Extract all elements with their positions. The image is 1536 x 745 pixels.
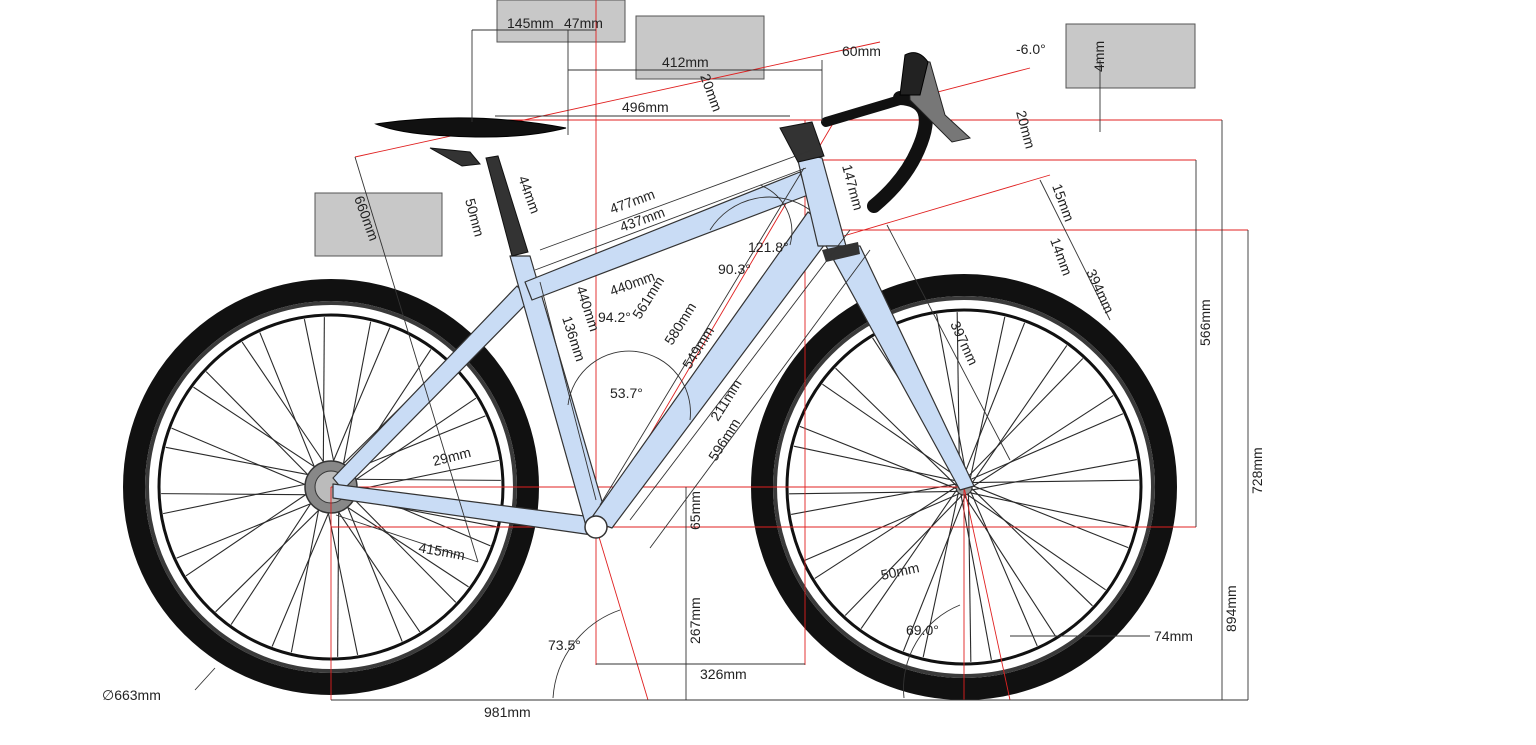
spoke <box>968 413 1124 481</box>
spoke <box>936 314 968 480</box>
spoke <box>960 494 992 660</box>
label-44mm: 44mm <box>515 174 543 216</box>
saddle-height-box <box>314 192 443 257</box>
spoke <box>337 498 340 657</box>
label-147mm: 147mm <box>839 163 867 212</box>
bike-frame <box>332 151 975 539</box>
spoke <box>193 386 326 475</box>
label-394mm: 394mm <box>1083 267 1117 316</box>
spoke <box>185 486 318 577</box>
spoke <box>241 341 332 474</box>
label-894mm: 894mm <box>1223 585 1239 632</box>
label-326mm: 326mm <box>700 666 747 682</box>
spoke <box>799 425 957 490</box>
label-60mm: 60mm <box>842 43 881 59</box>
spoke <box>303 318 337 475</box>
spoke <box>215 500 329 613</box>
label-981mm: 981mm <box>484 704 531 720</box>
spoke <box>970 345 1068 485</box>
label-50mm-fork: 50mm <box>879 559 920 583</box>
spoke <box>342 494 403 642</box>
spoke <box>969 492 1135 529</box>
spoke <box>860 489 958 629</box>
spacer-box <box>1065 23 1196 89</box>
spoke <box>162 481 319 515</box>
label-73-5deg: 73.5° <box>548 637 581 653</box>
dimension-lines <box>194 29 1249 701</box>
spoke <box>835 367 957 486</box>
label-566mm: 566mm <box>1197 299 1213 346</box>
spoke <box>290 496 322 653</box>
spoke <box>793 445 959 482</box>
spoke <box>971 459 1137 491</box>
bottom-bracket <box>584 515 608 539</box>
spoke <box>259 332 320 480</box>
label-90-3deg: 90.3° <box>718 261 751 277</box>
label-neg6deg: -6.0° <box>1016 41 1046 57</box>
spoke <box>971 484 1129 549</box>
label-121-8deg: 121.8° <box>748 239 789 255</box>
spoke <box>789 490 958 495</box>
label-50mm-post: 50mm <box>462 197 488 239</box>
spoke <box>327 327 391 474</box>
spoke <box>971 395 1114 488</box>
spoke <box>791 483 957 515</box>
spoke <box>971 488 1093 607</box>
spoke <box>922 492 959 658</box>
spoke <box>970 491 1038 647</box>
label-596mm: 596mm <box>705 416 743 464</box>
label-415mm: 415mm <box>417 539 466 563</box>
label-53-7deg: 53.7° <box>610 385 643 401</box>
spoke <box>956 312 961 481</box>
spoke <box>322 317 325 476</box>
label-65mm: 65mm <box>687 491 703 530</box>
spoke <box>205 371 318 485</box>
label-20mm-bar: 20mm <box>1013 109 1039 151</box>
spoke <box>966 493 1106 591</box>
spoke <box>344 489 457 603</box>
spoke <box>325 499 359 656</box>
spoke <box>967 493 972 662</box>
spoke <box>340 321 372 478</box>
spoke <box>970 479 1139 484</box>
spoke <box>271 500 335 647</box>
spoke <box>961 322 1026 480</box>
cockpit <box>374 52 972 262</box>
spoke <box>969 316 1006 482</box>
label-4mm: 4mm <box>1091 41 1107 72</box>
spoke <box>814 486 957 579</box>
label-397mm: 397mm <box>947 319 981 368</box>
label-69deg: 69.0° <box>906 622 939 638</box>
spoke <box>176 498 324 559</box>
spoke <box>342 478 501 481</box>
spoke <box>330 500 421 633</box>
label-496mm: 496mm <box>622 99 669 115</box>
label-728mm: 728mm <box>1249 447 1265 494</box>
label-145mm: 145mm <box>507 15 554 31</box>
spoke <box>344 397 477 488</box>
label-74mm: 74mm <box>1154 628 1193 644</box>
label-wheel-diameter: ∅663mm <box>102 687 161 703</box>
label-47mm: 47mm <box>564 15 603 31</box>
spoke <box>336 499 469 588</box>
spoke <box>161 493 320 496</box>
label-15mm: 15mm <box>1049 182 1077 224</box>
spoke <box>230 492 319 625</box>
label-412mm: 412mm <box>662 54 709 70</box>
reach-box <box>635 15 765 80</box>
spoke <box>171 427 318 491</box>
seat-offset-box <box>496 0 626 43</box>
spoke <box>963 494 1056 637</box>
label-267mm: 267mm <box>687 597 703 644</box>
spoke <box>844 494 963 616</box>
label-94-2deg: 94.2° <box>598 309 631 325</box>
label-29mm: 29mm <box>431 444 473 469</box>
spoke <box>965 358 1084 480</box>
spoke <box>902 494 967 652</box>
spoke <box>822 383 962 481</box>
spoke <box>165 446 322 478</box>
